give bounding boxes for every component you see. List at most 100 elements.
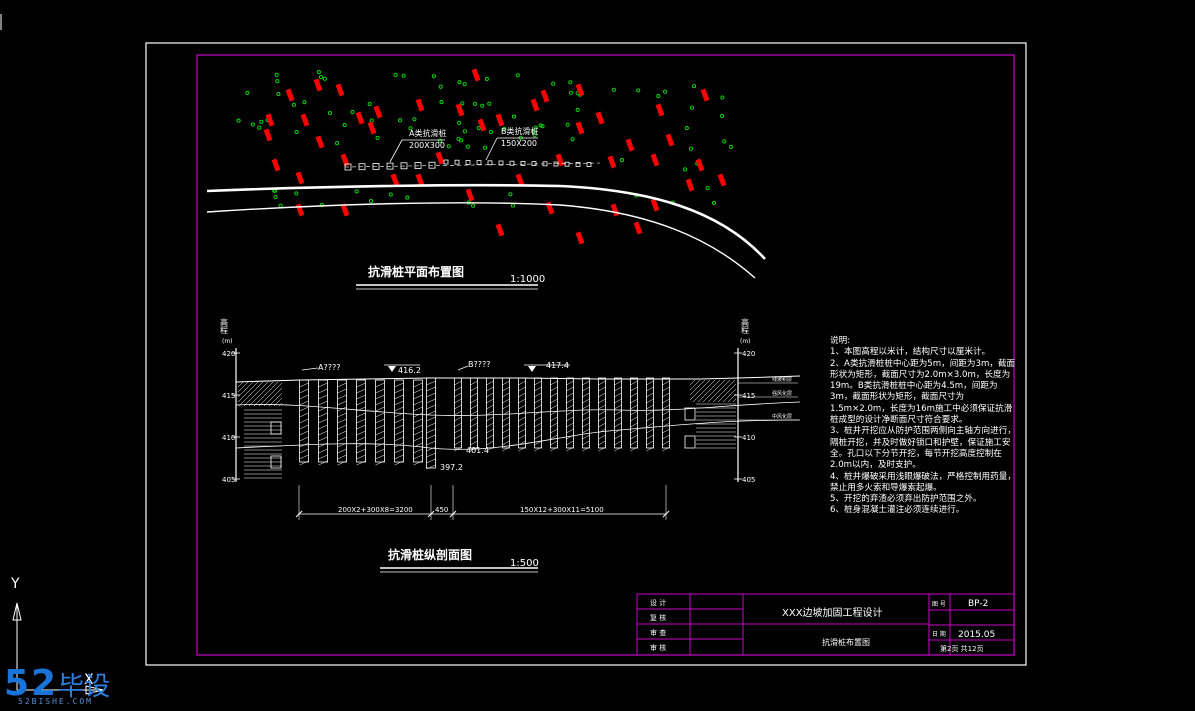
tree-icon — [431, 74, 436, 79]
pile-hatch — [534, 422, 542, 428]
pile-outline — [614, 377, 622, 449]
pile-hatch — [534, 428, 542, 434]
pile-hatch — [394, 436, 404, 442]
hatch-line — [707, 379, 731, 403]
plan-pile-icon — [545, 201, 555, 215]
pile-hatch — [614, 392, 622, 398]
tree-icon — [236, 118, 241, 123]
pile-hatch — [318, 442, 328, 448]
pile-hatch — [502, 440, 510, 446]
pile-hatch — [375, 406, 385, 412]
pile-hatch — [598, 446, 606, 452]
plan-pile-icon — [607, 155, 617, 169]
pile-hatch — [318, 400, 328, 406]
tree-icon — [636, 88, 641, 93]
pile-hatch — [534, 404, 542, 410]
pile-hatch — [394, 454, 404, 460]
pile-hatch — [646, 404, 654, 410]
plan-pile-icon — [300, 113, 310, 127]
pile-hatch — [394, 460, 404, 466]
pile-hatch — [598, 392, 606, 398]
pile-hatch — [318, 430, 328, 436]
tree-icon — [690, 105, 695, 110]
title-block: 设 计 复 核 审 查 审 核 XXX边坡加固工程设计 抗滑桩布置图 图 号 B… — [636, 593, 1015, 656]
tree-icon — [462, 82, 467, 87]
pile-hatch — [426, 452, 436, 458]
pile-hatch — [486, 446, 494, 452]
pile-hatch — [299, 454, 309, 460]
pile-hatch — [486, 422, 494, 428]
plan-pile-icon — [650, 153, 660, 167]
dimension-line — [295, 485, 670, 520]
watermark-num: 52 — [4, 663, 59, 704]
tree-icon — [278, 203, 283, 208]
pile-hatch — [299, 442, 309, 448]
pile-hatch — [550, 446, 558, 452]
pile-hatch — [470, 410, 478, 416]
pile-hatch — [614, 416, 622, 422]
hatch-line — [689, 379, 701, 391]
pile-hatch — [454, 422, 462, 428]
hatch-right — [684, 379, 737, 449]
tree-icon — [531, 129, 536, 134]
tree-icon — [533, 125, 538, 130]
section-piles — [299, 377, 670, 470]
pile-outline — [299, 379, 309, 463]
pile-hatch — [582, 416, 590, 422]
tree-icon — [575, 107, 580, 112]
pile-hatch — [413, 436, 423, 442]
pile-hatch — [646, 386, 654, 392]
pile-hatch — [375, 418, 385, 424]
pile-hatch — [394, 424, 404, 430]
pile-hatch — [454, 380, 462, 386]
pile-hatch — [582, 434, 590, 440]
pile-hatch — [375, 442, 385, 448]
pile-hatch — [299, 424, 309, 430]
section-pile — [566, 377, 574, 452]
plan-pile-icon — [415, 98, 425, 112]
pile-hatch — [299, 418, 309, 424]
pile-hatch — [337, 412, 347, 418]
pile-b-plan-icon — [586, 162, 592, 168]
pile-outline — [518, 377, 526, 449]
pile-hatch — [299, 430, 309, 436]
elev-marker-1 — [384, 364, 420, 372]
tb-label-approve: 审 核 — [650, 643, 666, 652]
hatch-left — [237, 381, 283, 479]
pile-hatch — [502, 404, 510, 410]
hatch-line — [237, 381, 249, 393]
plan-pile-icon — [471, 68, 481, 82]
pile-hatch — [299, 412, 309, 418]
pile-hatch — [534, 410, 542, 416]
tree-icon — [476, 125, 481, 131]
pile-hatch — [486, 392, 494, 398]
tree-icon — [291, 102, 296, 107]
tree-icon — [484, 76, 489, 82]
pile-outline — [337, 379, 347, 463]
tree-icon — [457, 120, 462, 125]
site-watermark: 52毕设 52BISHE.COM — [4, 663, 110, 706]
pile-hatch — [598, 380, 606, 386]
section-pile — [598, 377, 606, 452]
pile-outline — [356, 379, 366, 463]
pile-hatch — [470, 380, 478, 386]
design-notes: 说明: 1、本图高程以米计，结构尺寸以厘米计。 2、A类抗滑桩桩中心距为5m，间… — [830, 336, 1016, 517]
elev-397-2: 397.2 — [440, 463, 463, 472]
leader-b — [485, 137, 498, 161]
tree-icon — [318, 74, 324, 80]
tb-label-review: 审 查 — [650, 628, 666, 637]
pile-hatch — [299, 460, 309, 466]
pile-outline — [566, 377, 574, 449]
pile-outline — [454, 377, 462, 449]
pile-hatch — [614, 434, 622, 440]
pile-hatch — [630, 398, 638, 404]
section-pile — [454, 377, 462, 452]
pile-hatch — [566, 380, 574, 386]
pile-hatch — [394, 382, 404, 388]
tree-icon — [720, 113, 725, 118]
tree-icon — [335, 141, 340, 146]
pile-hatch — [413, 442, 423, 448]
pile-hatch — [518, 416, 526, 422]
pile-a-plan-icon — [414, 162, 422, 169]
pile-hatch — [518, 422, 526, 428]
